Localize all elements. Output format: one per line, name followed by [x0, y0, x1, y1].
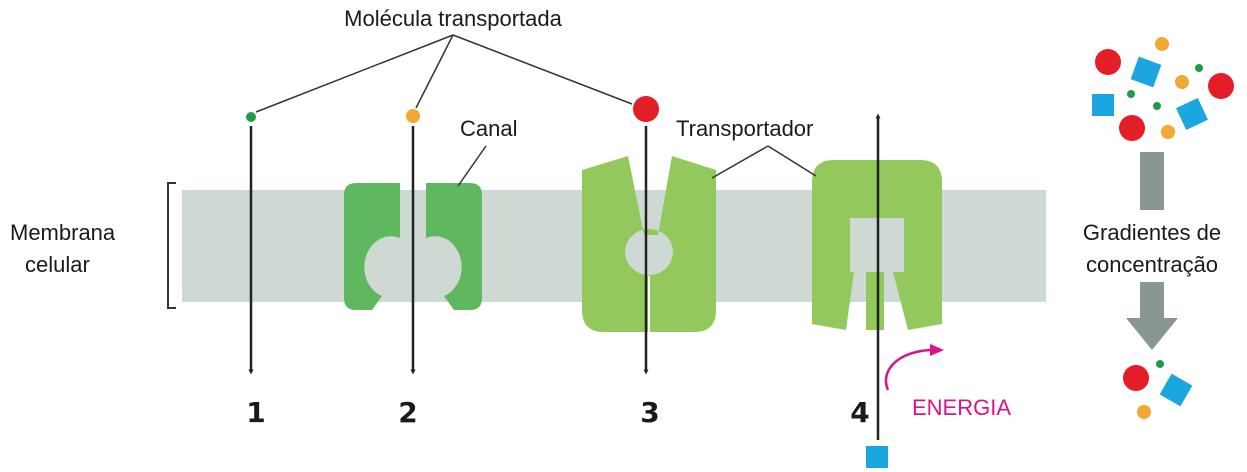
transporter-open-inside — [812, 160, 942, 330]
label-number-2: 2 — [398, 396, 417, 429]
low-blue — [1159, 373, 1193, 407]
low-orange — [1137, 405, 1151, 419]
red-molecule — [633, 96, 659, 122]
transporter-connector-line-2 — [767, 145, 817, 177]
channel-connector-line — [457, 145, 487, 187]
low-green — [1156, 360, 1164, 368]
channel-right-half — [426, 183, 482, 310]
energy-arrowhead — [930, 344, 944, 356]
gradient-arrow-shaft-top — [1140, 152, 1164, 210]
cluster-green-3 — [1153, 102, 1161, 110]
cluster-blue-3 — [1176, 98, 1208, 130]
channel-label: Canal — [460, 116, 517, 141]
cluster-blue-1 — [1130, 56, 1162, 88]
energy-label: ENERGIA — [912, 395, 1011, 420]
gradient-down-arrow-icon — [1126, 318, 1178, 350]
transporter-open-outside — [582, 156, 716, 332]
connector-line-2 — [415, 34, 454, 109]
cluster-orange-2 — [1175, 75, 1189, 89]
cluster-blue-2 — [1092, 94, 1114, 116]
label-number-1: 1 — [246, 396, 265, 429]
label-number-4: 4 — [850, 396, 869, 429]
connector-line-3 — [452, 34, 633, 105]
green-molecule — [246, 112, 256, 122]
transporter-connector-line-1 — [711, 145, 769, 179]
membrane-label-line1: Membrana — [10, 220, 116, 245]
low-red — [1123, 365, 1149, 391]
low-concentration-cluster — [1123, 360, 1193, 419]
cluster-red-3 — [1119, 115, 1145, 141]
high-concentration-cluster — [1092, 37, 1234, 141]
membrane-label-line2: celular — [25, 252, 90, 277]
membrane-bracket-icon — [167, 182, 176, 309]
channel-left-half — [344, 183, 400, 310]
blue-square-molecule — [866, 446, 888, 468]
cluster-green-1 — [1195, 64, 1203, 72]
cluster-red-2 — [1208, 73, 1234, 99]
cluster-green-2 — [1127, 90, 1135, 98]
orange-molecule — [406, 109, 420, 123]
energy-curved-arrow-icon — [884, 348, 931, 391]
gradient-arrow-shaft-bottom — [1140, 282, 1164, 318]
cluster-orange-3 — [1161, 125, 1175, 139]
transporter-label: Transportador — [676, 116, 813, 141]
connector-line-1 — [255, 34, 454, 113]
transported-molecule-label: Molécula transportada — [344, 6, 562, 31]
gradient-label-line1: Gradientes de — [1083, 220, 1221, 245]
label-number-3: 3 — [640, 396, 659, 429]
cluster-orange-1 — [1155, 37, 1169, 51]
cluster-red-1 — [1095, 49, 1121, 75]
gradient-label-line2: concentração — [1086, 252, 1218, 277]
